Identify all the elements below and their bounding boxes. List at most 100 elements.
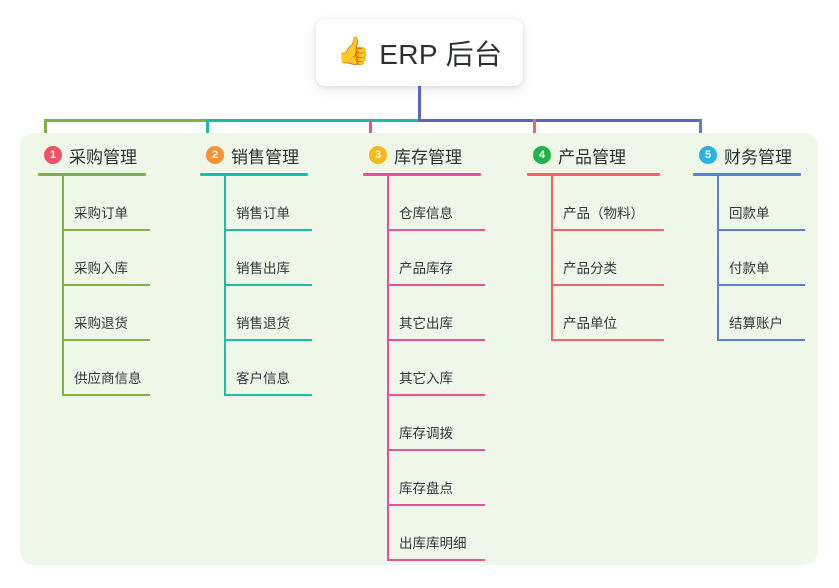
branch-spine-3 [387, 176, 389, 561]
branch-item-underline [387, 284, 485, 286]
branch-item-label: 采购订单 [74, 206, 128, 221]
branch-item-label: 结算账户 [729, 316, 783, 331]
branch-item[interactable]: 供应商信息 [38, 341, 188, 396]
branch-item[interactable]: 销售出库 [200, 231, 350, 286]
bar-segment-right [418, 119, 702, 122]
branch-column-1: 1 采购管理采购订单采购入库采购退货供应商信息 [38, 143, 188, 396]
branch-item[interactable]: 结算账户 [693, 286, 839, 341]
branch-item[interactable]: 销售订单 [200, 176, 350, 231]
branch-column-3: 3 库存管理仓库信息产品库存其它出库其它入库库存调拨库存盘点出库库明细 [363, 143, 513, 561]
branch-item[interactable]: 库存盘点 [363, 451, 513, 506]
branch-items-4: 产品（物料） 产品分类产品单位 [527, 176, 677, 341]
branch-underline-1 [38, 173, 146, 176]
branch-underline-5 [693, 173, 801, 176]
branch-item-label: 产品库存 [399, 261, 453, 276]
branch-item-underline [62, 394, 150, 396]
branch-item-underline [387, 559, 485, 561]
branch-title-2: 销售管理 [231, 147, 299, 167]
branch-underline-3 [363, 173, 481, 176]
branch-item-underline [717, 284, 805, 286]
branch-item-underline [224, 339, 312, 341]
branch-panel [20, 133, 818, 565]
branch-item-underline [551, 284, 664, 286]
branch-spine-5 [717, 176, 719, 341]
bar-segment-mid [206, 119, 420, 122]
branch-item[interactable]: 采购订单 [38, 176, 188, 231]
branch-spine-2 [224, 176, 226, 396]
branch-item-underline [387, 339, 485, 341]
branch-badge-1: 1 [44, 146, 62, 164]
branch-header-2[interactable]: 2 销售管理 [200, 143, 350, 167]
branch-item[interactable]: 产品库存 [363, 231, 513, 286]
branch-header-5[interactable]: 5 财务管理 [693, 143, 839, 167]
branch-item-label: 销售订单 [236, 206, 290, 221]
branch-item[interactable]: 销售退货 [200, 286, 350, 341]
branch-item[interactable]: 仓库信息 [363, 176, 513, 231]
branch-item-underline [387, 504, 485, 506]
branch-item[interactable]: 出库库明细 [363, 506, 513, 561]
branch-item[interactable]: 产品分类 [527, 231, 677, 286]
branch-item-label: 产品分类 [563, 261, 617, 276]
branch-item-label: 产品单位 [563, 316, 617, 331]
branch-item-underline [62, 339, 150, 341]
branch-item[interactable]: 回款单 [693, 176, 839, 231]
branch-item[interactable]: 付款单 [693, 231, 839, 286]
branch-badge-2: 2 [206, 146, 224, 164]
branch-item[interactable]: 客户信息 [200, 341, 350, 396]
branch-item-label: 库存调拨 [399, 426, 453, 441]
branch-item-label: 供应商信息 [74, 371, 142, 386]
branch-item[interactable]: 产品（物料） [527, 176, 677, 231]
branch-underline-2 [200, 173, 308, 176]
branch-item-label: 仓库信息 [399, 206, 453, 221]
branch-item-label: 其它出库 [399, 316, 453, 331]
branch-item-underline [717, 229, 805, 231]
branch-column-5: 5 财务管理回款单付款单结算账户 [693, 143, 839, 341]
branch-badge-5: 5 [699, 146, 717, 164]
branch-header-3[interactable]: 3 库存管理 [363, 143, 513, 167]
branch-item[interactable]: 其它入库 [363, 341, 513, 396]
branch-item-label: 出库库明细 [399, 536, 467, 551]
branch-item-underline [387, 449, 485, 451]
branch-title-5: 财务管理 [724, 147, 792, 167]
branch-item-label: 采购入库 [74, 261, 128, 276]
branch-item-underline [62, 284, 150, 286]
branch-item-label: 产品（物料） [563, 206, 644, 221]
branch-item-label: 销售出库 [236, 261, 290, 276]
branch-title-3: 库存管理 [394, 147, 462, 167]
branch-badge-3: 3 [369, 146, 387, 164]
branch-item[interactable]: 产品单位 [527, 286, 677, 341]
branch-underline-4 [527, 173, 660, 176]
branch-header-1[interactable]: 1 采购管理 [38, 143, 188, 167]
branch-item-underline [224, 229, 312, 231]
branch-badge-4: 4 [533, 146, 551, 164]
branch-spine-4 [551, 176, 553, 341]
branch-items-3: 仓库信息产品库存其它出库其它入库库存调拨库存盘点出库库明细 [363, 176, 513, 561]
branch-item-label: 客户信息 [236, 371, 290, 386]
branch-item-underline [551, 229, 664, 231]
branch-column-2: 2 销售管理销售订单销售出库销售退货客户信息 [200, 143, 350, 396]
branch-item-underline [224, 284, 312, 286]
root-node-card[interactable]: 👍 ERP 后台 [316, 19, 523, 86]
branch-item-underline [551, 339, 664, 341]
branch-item-underline [717, 339, 805, 341]
branch-item-label: 其它入库 [399, 371, 453, 386]
branch-item-label: 回款单 [729, 206, 770, 221]
branch-title-1: 采购管理 [69, 147, 137, 167]
branch-item[interactable]: 其它出库 [363, 286, 513, 341]
branch-items-1: 采购订单采购入库采购退货供应商信息 [38, 176, 188, 396]
root-node-title: ERP 后台 [379, 38, 503, 70]
branch-item-label: 付款单 [729, 261, 770, 276]
branch-item-underline [224, 394, 312, 396]
branch-item-underline [387, 394, 485, 396]
branch-item[interactable]: 采购入库 [38, 231, 188, 286]
branch-items-5: 回款单付款单结算账户 [693, 176, 839, 341]
branch-item-underline [387, 229, 485, 231]
branch-item[interactable]: 库存调拨 [363, 396, 513, 451]
thumbs-up-icon: 👍 [336, 36, 371, 66]
trunk-line [418, 86, 421, 122]
branch-item[interactable]: 采购退货 [38, 286, 188, 341]
branch-item-label: 库存盘点 [399, 481, 453, 496]
